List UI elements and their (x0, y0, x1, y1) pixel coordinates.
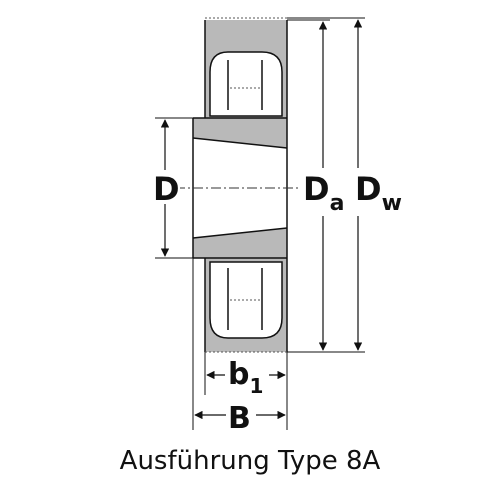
pitch-diameter-label: Dw (355, 170, 402, 216)
extension-lines (155, 17, 365, 430)
groove-width-label: b1 (228, 357, 263, 398)
bore-label: D (153, 170, 180, 208)
pitch-diameter-subscript: w (382, 191, 402, 216)
caption: Ausführung Type 8A (119, 446, 381, 476)
outer-diameter-subscript: a (330, 191, 345, 216)
hub-width-label: B (228, 401, 251, 436)
lower-section (193, 228, 287, 352)
groove-width-subscript: 1 (249, 374, 263, 398)
outer-diameter-label: Da (303, 170, 344, 216)
upper-section (193, 20, 287, 148)
pulley-section-drawing: D Da Dw b1 B (152, 17, 402, 436)
